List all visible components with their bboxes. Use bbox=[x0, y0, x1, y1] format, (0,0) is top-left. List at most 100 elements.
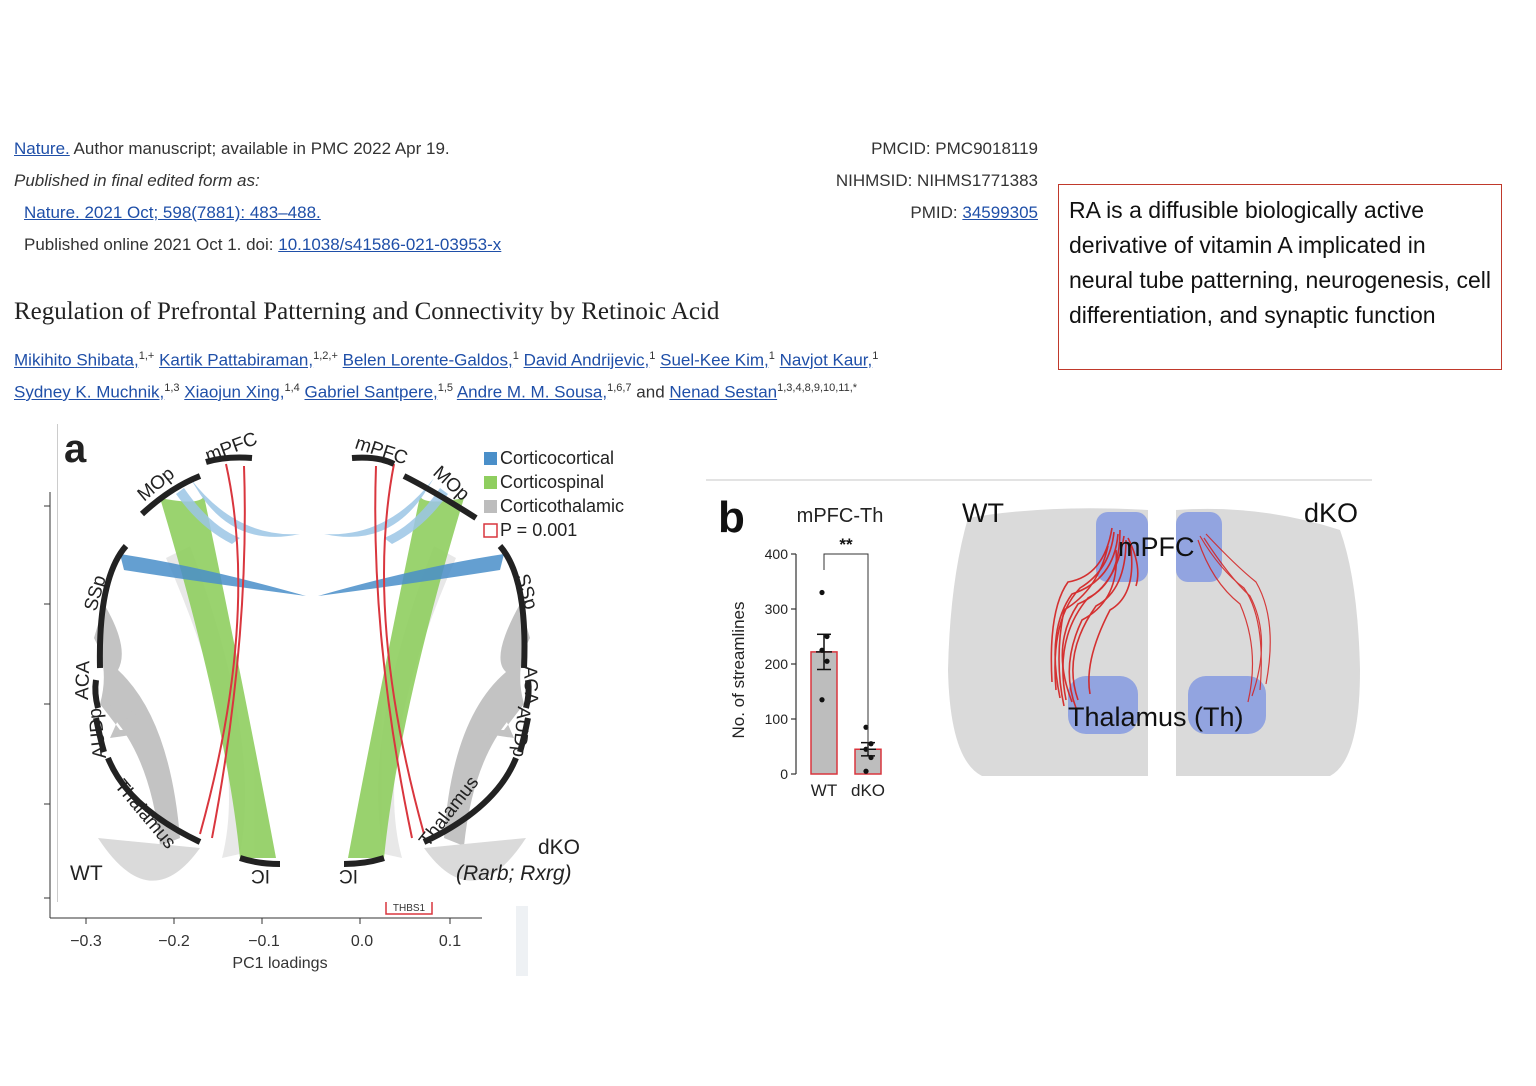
doi-link[interactable]: 10.1038/s41586-021-03953-x bbox=[278, 235, 502, 254]
dko-fiber-tracts bbox=[1197, 533, 1271, 703]
author-affiliation: 1,4 bbox=[284, 382, 300, 394]
panel-letter-a: a bbox=[64, 427, 87, 471]
pmid: PMID: 34599305 bbox=[910, 203, 1038, 222]
legend-swatch-significant bbox=[483, 523, 498, 538]
legend-corticospinal: Corticospinal bbox=[500, 472, 604, 492]
corticocortical-ribbons bbox=[120, 478, 504, 596]
annotation-note: RA is a diffusible biologically active d… bbox=[1058, 184, 1502, 370]
author-link[interactable]: Kartik Pattabiraman, bbox=[159, 350, 314, 370]
label-dko: dKO bbox=[538, 836, 580, 859]
label-mpfc: mPFC bbox=[1118, 532, 1195, 562]
data-point bbox=[819, 647, 825, 653]
data-point bbox=[824, 633, 830, 640]
x-tick-label: dKO bbox=[851, 781, 885, 800]
dko-thalamus-region bbox=[1188, 676, 1266, 734]
journal-link[interactable]: Nature. bbox=[14, 139, 70, 158]
author-affiliation: 1 bbox=[649, 350, 656, 362]
author-affiliation: 1,5 bbox=[437, 382, 454, 394]
data-point bbox=[863, 746, 869, 752]
label-wt: WT bbox=[70, 862, 103, 885]
legend-swatch-corticospinal bbox=[484, 476, 497, 489]
author-affiliation: 1 bbox=[872, 350, 879, 362]
author-link[interactable]: Xiaojun Xing, bbox=[184, 382, 285, 402]
data-point bbox=[868, 741, 874, 747]
legend-corticocortical: Corticocortical bbox=[500, 448, 614, 468]
brain-render bbox=[948, 508, 1360, 776]
legend-swatch-corticocortical bbox=[484, 452, 497, 465]
author-affiliation: 1 bbox=[768, 350, 775, 362]
pmcid: PMCID: PMC9018119 bbox=[871, 139, 1038, 158]
data-point bbox=[819, 697, 825, 703]
legend: Corticocortical Corticospinal Corticotha… bbox=[483, 448, 624, 540]
chart-ylabel: No. of streamlines bbox=[729, 602, 748, 739]
author-link[interactable]: Sydney K. Muchnik, bbox=[14, 382, 165, 402]
corticospinal-ribbons bbox=[160, 496, 464, 858]
author-affiliation: 1,+ bbox=[138, 350, 155, 362]
author-list-line-1: Mikihito Shibata,1,+ Kartik Pattabiraman… bbox=[14, 350, 878, 371]
figure-a-svg: −0.3 −0.2 −0.1 0.0 0.1 PC1 loadings THBS… bbox=[30, 422, 624, 976]
author-affiliation: 1,3 bbox=[164, 382, 180, 394]
wt-thalamus-region bbox=[1068, 676, 1138, 734]
bar-wt bbox=[810, 651, 838, 775]
axis-tick-4: 0.0 bbox=[351, 933, 373, 950]
author-link[interactable]: Mikihito Shibata, bbox=[14, 350, 139, 370]
chart-title: mPFC-Th bbox=[797, 505, 884, 527]
author-affiliation: 1 bbox=[512, 350, 519, 362]
data-point bbox=[824, 658, 830, 664]
author-link[interactable]: Nenad Sestan bbox=[669, 382, 778, 402]
panel-letter-b: b bbox=[718, 493, 745, 542]
axis-tick-1: −0.3 bbox=[70, 933, 102, 950]
label-wt-b: WT bbox=[962, 498, 1004, 528]
citation-link[interactable]: Nature. 2021 Oct; 598(7881): 483–488. bbox=[24, 203, 321, 222]
author-link[interactable]: Navjot Kaur, bbox=[779, 350, 873, 370]
figure-a: −0.3 −0.2 −0.1 0.0 0.1 PC1 loadings THBS… bbox=[0, 418, 640, 988]
label-dko-b: dKO bbox=[1304, 498, 1358, 528]
legend-swatch-corticothalamic bbox=[484, 500, 497, 513]
region-left-ic: IC bbox=[251, 865, 270, 886]
author-affiliation: 1,3,4,8,9,10,11,* bbox=[777, 382, 858, 394]
data-point bbox=[863, 724, 869, 730]
axis-tick-3: −0.1 bbox=[248, 933, 280, 950]
region-left-aca: ACA bbox=[72, 660, 94, 700]
label-thalamus: Thalamus (Th) bbox=[1068, 702, 1244, 732]
citation-line: Nature. 2021 Oct; 598(7881): 483–488. bbox=[24, 203, 321, 223]
significance-label: ** bbox=[839, 535, 853, 554]
axis-label: PC1 loadings bbox=[232, 955, 327, 972]
author-link[interactable]: Gabriel Santpere, bbox=[304, 382, 438, 402]
author-affiliation: 1,6,7 bbox=[607, 382, 632, 394]
thbs1-label: THBS1 bbox=[393, 903, 426, 914]
author-link[interactable]: David Andrijevic, bbox=[523, 350, 650, 370]
author-link[interactable]: Suel-Kee Kim, bbox=[660, 350, 769, 370]
figure-b-svg: b mPFC-Th No. of streamlines 01002003004… bbox=[706, 479, 1372, 800]
author-list-line-2: Sydney K. Muchnik,1,3 Xiaojun Xing,1,4 G… bbox=[14, 382, 857, 403]
wt-fiber-tracts bbox=[1050, 527, 1139, 709]
y-tick-label: 200 bbox=[765, 656, 789, 672]
x-tick-label: WT bbox=[811, 781, 837, 800]
nihmsid: NIHMSID: NIHMS1771383 bbox=[835, 171, 1038, 190]
author-link[interactable]: Belen Lorente-Galdos, bbox=[342, 350, 513, 370]
data-point bbox=[863, 768, 869, 774]
author-affiliation: 1,2,+ bbox=[313, 350, 338, 362]
y-tick-label: 300 bbox=[765, 601, 789, 617]
significant-ribbon-outlines bbox=[199, 463, 425, 839]
axis-tick-5: 0.1 bbox=[439, 933, 461, 950]
author-and: and bbox=[636, 382, 670, 402]
online-line: Published online 2021 Oct 1. doi: 10.103… bbox=[24, 235, 501, 255]
region-arcs bbox=[92, 454, 532, 867]
data-point bbox=[868, 754, 874, 761]
axis-tick-2: −0.2 bbox=[158, 933, 190, 950]
legend-corticothalamic: Corticothalamic bbox=[500, 496, 624, 516]
author-link[interactable]: Andre M. M. Sousa, bbox=[456, 382, 608, 402]
y-tick-label: 0 bbox=[780, 766, 788, 782]
legend-significant: P = 0.001 bbox=[500, 520, 577, 540]
region-right-ic: IC bbox=[339, 865, 358, 886]
data-point bbox=[819, 589, 825, 596]
manuscript-note: Author manuscript; available in PMC 2022… bbox=[73, 139, 450, 158]
pmid-link[interactable]: 34599305 bbox=[962, 203, 1038, 222]
label-genotype: (Rarb; Rxrg) bbox=[456, 862, 572, 885]
manuscript-line: Nature. Author manuscript; available in … bbox=[14, 139, 450, 159]
online-prefix: Published online 2021 Oct 1. doi: bbox=[24, 235, 279, 254]
y-tick-label: 100 bbox=[765, 711, 789, 727]
